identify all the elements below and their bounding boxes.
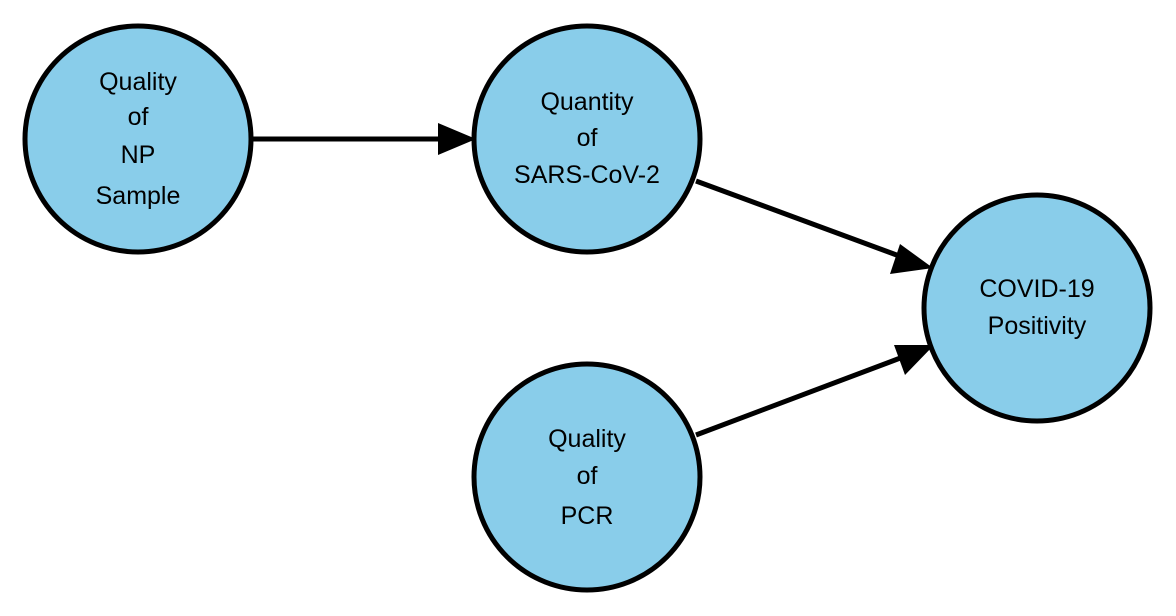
node-label: of <box>577 124 598 152</box>
edge-pcr-to-positivity <box>695 345 934 438</box>
node-label: PCR <box>561 502 614 530</box>
node-label: Positivity <box>988 312 1087 340</box>
edge-np-sample-to-sars-cov-2 <box>252 123 476 155</box>
edge-sars-cov-2-to-positivity <box>695 178 933 274</box>
edges <box>252 123 934 438</box>
node-label: Quality <box>548 425 626 453</box>
node-label: NP <box>121 141 156 169</box>
node-label: Quantity <box>540 88 634 116</box>
node-label: Sample <box>96 182 181 210</box>
node-label: COVID-19 <box>979 275 1094 303</box>
node-quality-of-np-sample: Quality of NP Sample <box>22 23 254 255</box>
arrowhead-icon <box>894 345 934 375</box>
node-label: of <box>128 103 149 131</box>
node-quantity-of-sars-cov-2: Quantity of SARS-CoV-2 <box>471 23 703 255</box>
node-label: SARS-CoV-2 <box>514 161 660 189</box>
arrowhead-icon <box>890 244 933 274</box>
node-covid-19-positivity: COVID-19 Positivity <box>921 192 1153 424</box>
node-label: Quality <box>99 68 177 96</box>
arrowhead-icon <box>438 123 476 155</box>
node-quality-of-pcr: Quality of PCR <box>471 361 703 593</box>
node-label: of <box>577 462 598 490</box>
